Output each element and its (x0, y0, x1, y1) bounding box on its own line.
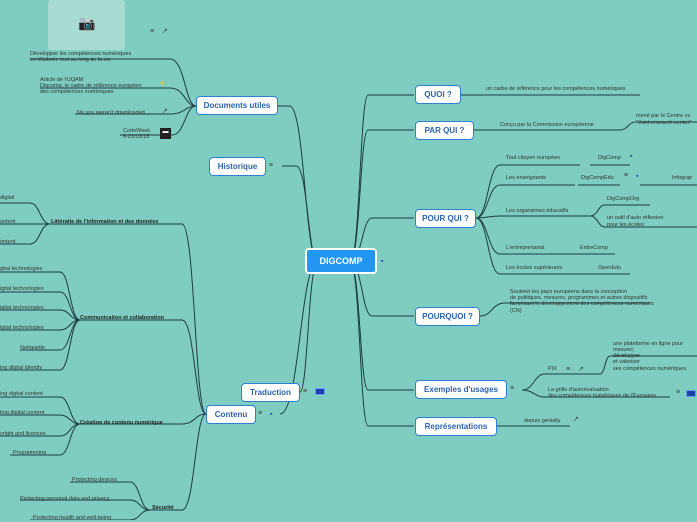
pourqui-c5: Les écoles supérieures (506, 265, 563, 271)
lit-item-2: ontent (0, 219, 16, 225)
grille-text-1: La grille d'autoévaluation (548, 387, 609, 393)
camera-icon: 📷 (78, 15, 96, 31)
parqui-sub-1: mené par le Centre co (636, 113, 691, 119)
pix-text-2: mesurer, (613, 347, 635, 353)
node-quoi[interactable]: QUOI ? (415, 85, 461, 104)
quoi-text: un cadre de référence pour les compétenc… (486, 86, 626, 92)
pourqui-c1: Tout citoyen européen (506, 155, 561, 161)
pourqui-c3a: DigCompOrg (607, 196, 640, 202)
com-item-2: igital technologies (0, 286, 44, 292)
codeweek-logo-icon: ▬ (160, 128, 171, 139)
doc-4-line-1: CodeWeek (123, 128, 151, 134)
pourquoi-text-4: (CN) (510, 308, 522, 314)
notes-icon[interactable]: ≡ (624, 172, 629, 179)
notes-icon[interactable]: ≡ (676, 389, 681, 396)
notes-icon[interactable]: ≡ (150, 28, 155, 35)
pourquoi-text-1: Soutenir les pays européens dans la conc… (510, 289, 628, 295)
com-item-1: gital technologies (0, 266, 43, 272)
doc-2-line-2: Digcomp, le cadre de référence européen (40, 83, 142, 89)
pourqui-c3b-2: pour les écoles (607, 222, 644, 228)
node-par-qui[interactable]: PAR QUI ? (415, 121, 474, 140)
doc-3: No you weren't downloaded (77, 110, 145, 116)
image-placeholder (48, 0, 125, 50)
node-contenu[interactable]: Contenu (206, 405, 256, 424)
com-item-3: igital technologies (0, 305, 44, 311)
sec-item-2: Protecting personal data and privacy (20, 496, 110, 502)
pourquoi-text-3: favorisant le développement des compéten… (510, 301, 654, 307)
central-topic[interactable]: DIGCOMP (305, 248, 377, 274)
eu-flag-icon (686, 390, 696, 397)
pourquoi-text-2: de politiques, mesures, programmes et au… (510, 295, 648, 301)
node-traduction[interactable]: Traduction (241, 383, 300, 402)
pourqui-c4v: EntreComp (580, 245, 608, 251)
bulb-icon: ● (160, 80, 165, 87)
doc-1-line-2: en Wallonie tout au long de la vie (30, 57, 111, 63)
node-pour-qui[interactable]: POUR QUI ? (415, 209, 476, 228)
lit-item-1: digital (0, 195, 15, 201)
pix-text-4: et valoriser (613, 359, 640, 365)
representations-text: depuis genially (524, 418, 561, 424)
pourqui-c1v: DigComp (598, 155, 621, 161)
cre-item-3: yright and licences (0, 431, 46, 437)
external-link-icon[interactable]: ↗ (162, 28, 168, 35)
pourqui-c5v: OpenEdu (598, 265, 622, 271)
pourqui-c2: Les enseignants (506, 175, 547, 181)
securite-label: Sécurité (152, 505, 174, 511)
node-historique[interactable]: Historique (209, 157, 266, 176)
notes-icon[interactable]: ≡ (510, 385, 515, 392)
litteratie-label: Littératie de l'information et des donné… (51, 219, 159, 225)
pourqui-c2w: Infograp (672, 175, 693, 181)
exemple-pix: PIX (548, 366, 557, 372)
doc-2-line-3: des compétences numériques (40, 89, 114, 95)
notes-icon[interactable]: ≡ (258, 410, 263, 417)
external-link-icon[interactable]: ↗ (578, 366, 584, 373)
pix-text-1: une plateforme en ligne pour (613, 341, 684, 347)
notes-icon[interactable]: ≡ (303, 388, 308, 395)
sec-item-1: Protecting devices (72, 477, 117, 483)
notes-icon: ▪ (630, 153, 633, 160)
pix-text-3: développer (613, 353, 641, 359)
eu-flag-icon (315, 388, 325, 395)
notes-icon: ▪ (270, 411, 273, 418)
pourqui-c3: Les organismes éducatifs (506, 208, 569, 214)
lit-item-3: ontent (0, 239, 16, 245)
com-item-4: igital technologies (0, 325, 44, 331)
parqui-text: Conçu par la Commission européenne (500, 122, 594, 128)
notes-icon: ▪ (381, 258, 384, 265)
node-documents[interactable]: Documents utiles (196, 96, 278, 115)
node-representations[interactable]: Représentations (415, 417, 497, 436)
node-pourquoi[interactable]: POURQUOI ? (415, 307, 480, 326)
notes-icon[interactable]: ≡ (566, 366, 571, 373)
doc-2-line-1: Article de l'UQAM (40, 77, 84, 83)
cre-item-4: Programming (13, 450, 47, 456)
cre-item-2: ting digital content (0, 410, 45, 416)
doc-4-line-2: 6-21/10/18 (123, 134, 150, 140)
node-exemples[interactable]: Exemples d'usages (415, 380, 507, 399)
creation-label: Création de contenu numérique (80, 420, 163, 426)
com-item-5: Netiquette (20, 345, 46, 351)
notes-icon: ▪ (636, 173, 639, 180)
pourqui-c3b-1: un outil d'auto réflexion (607, 215, 664, 221)
grille-text-2: des compétences numériques de l'Europass (548, 393, 657, 399)
com-item-6: ing digital identity (0, 365, 43, 371)
parqui-sub-2: "Joint research center" (636, 120, 692, 126)
pourqui-c4: L'entreprenariat (506, 245, 545, 251)
cre-item-1: ing digital content (0, 391, 43, 397)
external-link-icon[interactable]: ↗ (162, 108, 168, 115)
external-link-icon[interactable]: ↗ (573, 416, 579, 423)
communication-label: Communication et collaboration (80, 315, 165, 321)
sec-item-3: Protecting health and well-being (33, 515, 112, 521)
notes-icon[interactable]: ≡ (269, 162, 274, 169)
doc-1-line-1: Développer les compétences numériques (30, 51, 132, 57)
pourqui-c2v: DigCompEdu (581, 175, 614, 181)
pix-text-5: ses compétences numériques (613, 366, 687, 372)
